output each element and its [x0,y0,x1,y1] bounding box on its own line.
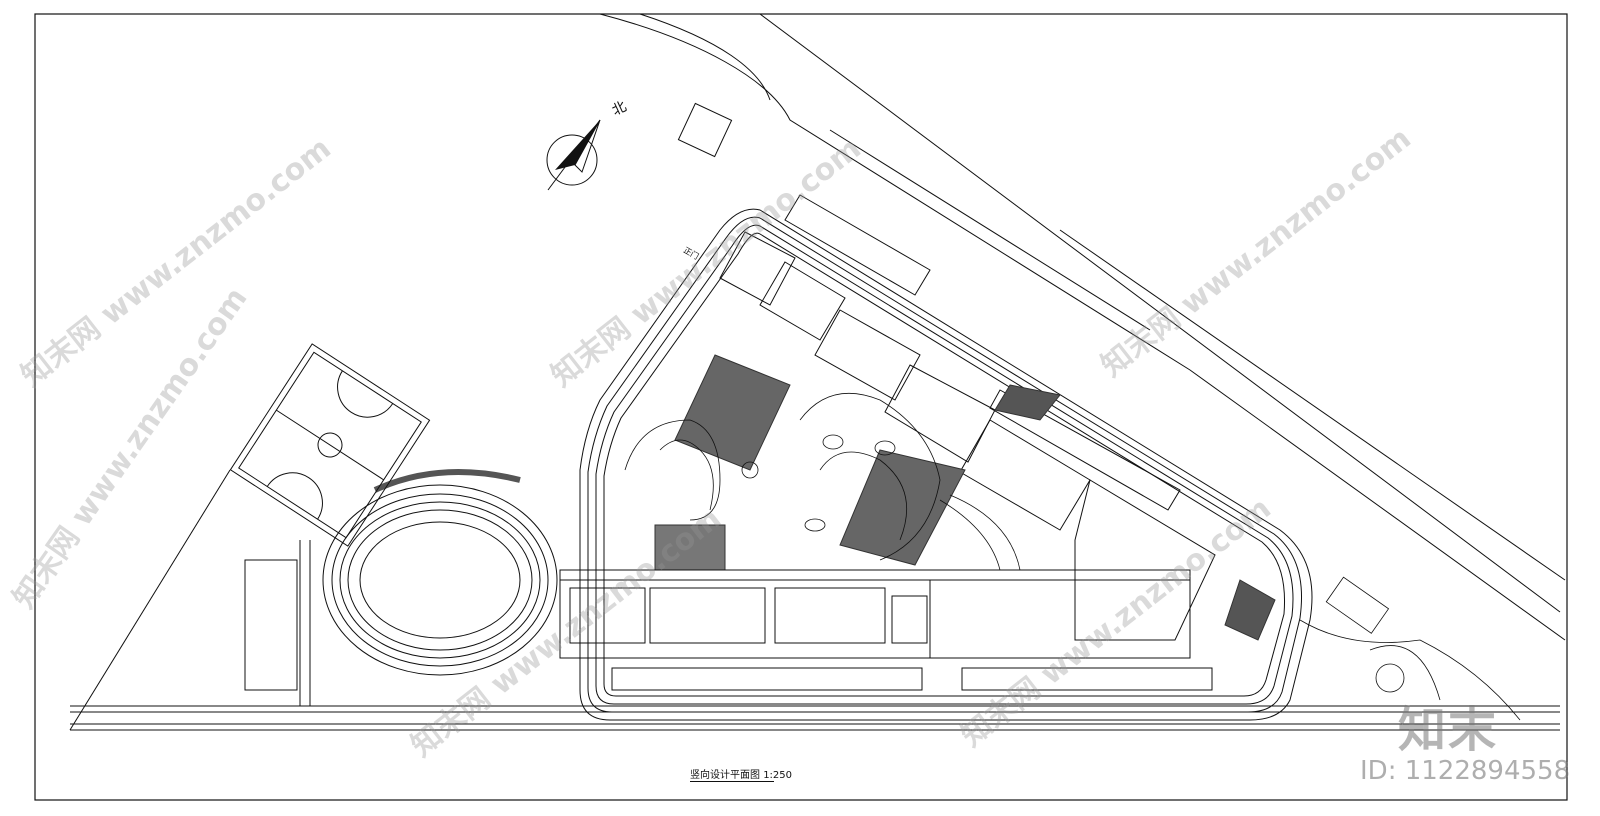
image-id-watermark: ID: 1122894558 [1360,756,1571,786]
campus-loop [579,208,1313,721]
side-field [244,559,298,691]
buildings-north [719,194,1216,641]
caption-underline [690,781,774,782]
drawing-border [34,13,1568,801]
running-track [322,469,558,676]
courtyard [624,393,1021,571]
hatched-stairs [654,354,1276,641]
guard-house [677,102,733,158]
drawing-caption: 竖向设计平面图 1:250 [690,766,792,781]
main-road [599,13,1566,641]
south-road [69,469,1560,731]
drawing-scale: 1:250 [763,770,793,781]
north-arrow-icon [546,119,601,191]
basketball-court [229,343,431,547]
east-landscape [1299,576,1521,721]
brand-logo-watermark: 知末 [1398,702,1499,758]
drawing-title: 竖向设计平面图 [690,770,760,781]
buildings-south [559,569,1213,691]
